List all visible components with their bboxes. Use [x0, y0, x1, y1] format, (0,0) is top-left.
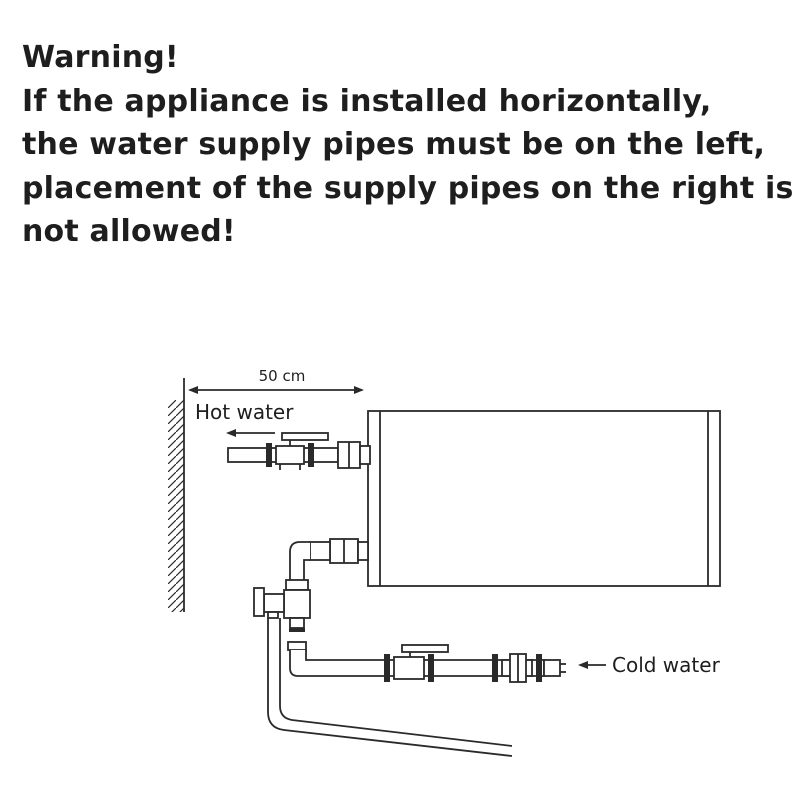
warning-line-4: not allowed!	[22, 214, 236, 249]
hot-water-label: Hot water	[195, 400, 294, 424]
warning-line-3: placement of the supply pipes on the rig…	[22, 170, 794, 206]
warning-line-2: the water supply pipes must be on the le…	[22, 127, 766, 162]
cold-water-arrow	[578, 661, 606, 669]
drain-pipe	[267, 618, 513, 757]
wall	[168, 400, 185, 612]
cold-water-pipe	[287, 641, 566, 683]
water-heater-tank	[367, 410, 721, 587]
warning-line-1: If the appliance is installed horizontal…	[22, 83, 712, 119]
dimension-label: 50 cm	[259, 367, 306, 385]
dimension-line: 50 cm	[183, 367, 364, 400]
safety-valve	[253, 579, 311, 632]
hot-water-arrow	[226, 429, 275, 437]
cold-water-label: Cold water	[612, 653, 721, 677]
warning-text: Warning! If the appliance is installed h…	[22, 36, 794, 254]
cold-inlet-elbow	[289, 538, 369, 583]
warning-title: Warning!	[22, 40, 179, 75]
hot-water-pipe	[227, 432, 371, 470]
